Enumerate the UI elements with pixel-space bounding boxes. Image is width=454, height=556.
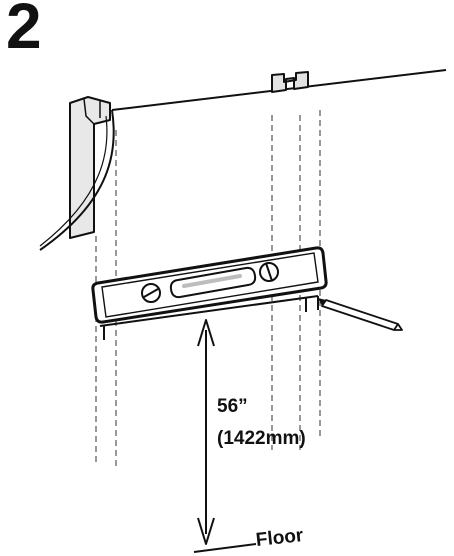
level-left-screw — [141, 283, 161, 303]
step-number: 2 — [6, 0, 42, 62]
measurement-inches: 56” — [217, 396, 248, 417]
floor-line — [193, 543, 257, 553]
measurement-arrow — [197, 319, 215, 545]
left-curved-edge — [39, 109, 115, 251]
right-stud-bracket — [271, 71, 309, 93]
level-vial — [169, 266, 257, 299]
pencil-mark-line — [99, 295, 319, 340]
pencil-icon — [318, 298, 403, 331]
level-right-screw — [259, 262, 279, 282]
measurement-millimeters: (1422mm) — [217, 428, 306, 449]
left-wall-post — [69, 96, 111, 239]
